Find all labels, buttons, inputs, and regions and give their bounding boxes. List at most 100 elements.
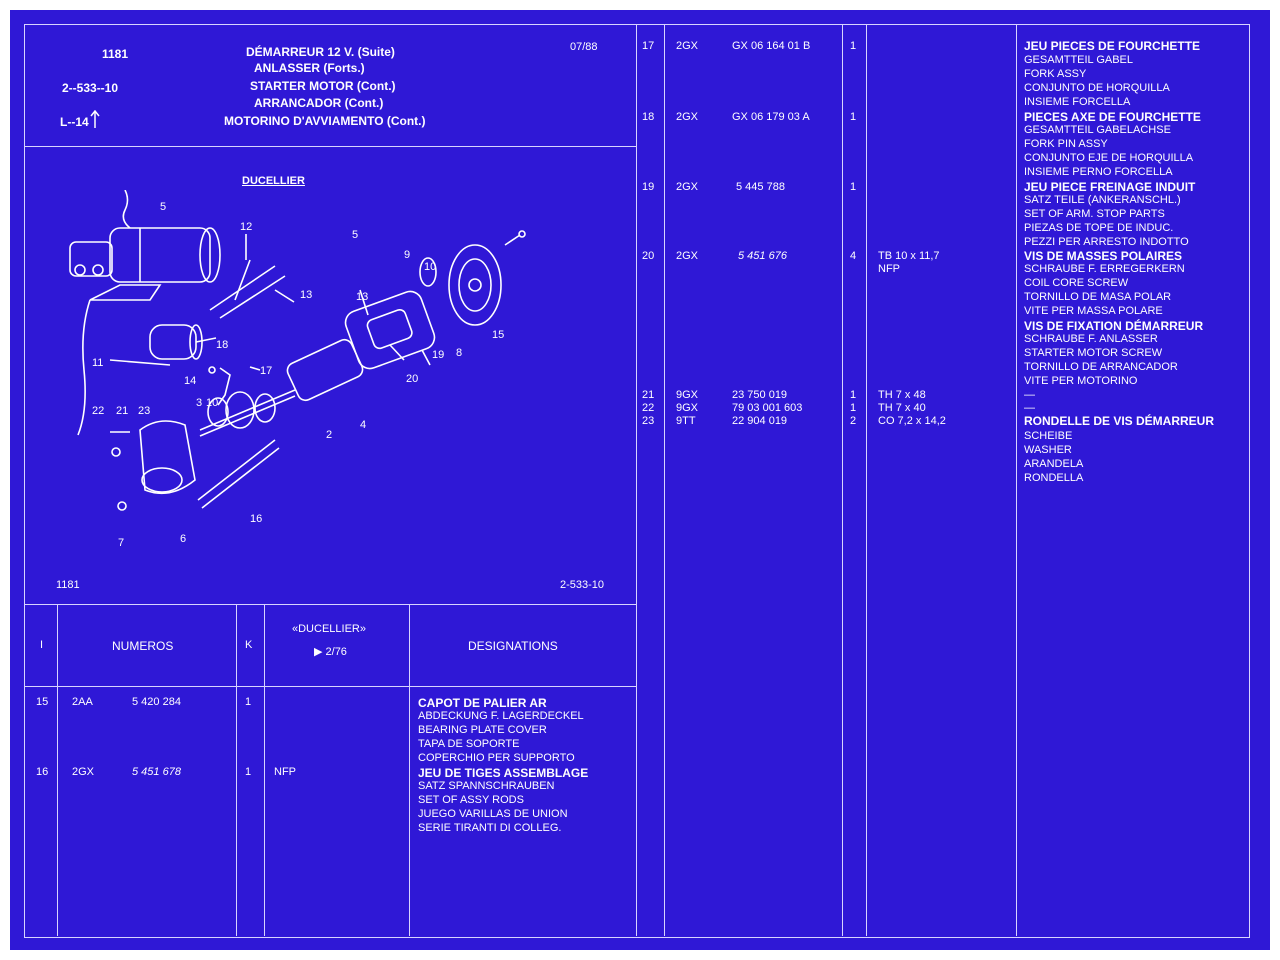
- row19-code: 2GX: [676, 181, 699, 193]
- row20-desc2-es: TORNILLO DE ARRANCADOR: [1024, 361, 1178, 373]
- callout-5a: 5: [160, 201, 167, 213]
- row17-k: 1: [850, 40, 857, 52]
- callout-14: 14: [184, 375, 197, 387]
- row20-note2: NFP: [878, 263, 900, 275]
- ref-code: 1181: [102, 47, 129, 61]
- row20-desc2-en: STARTER MOTOR SCREW: [1024, 347, 1163, 359]
- callout-21: 21: [116, 405, 129, 417]
- row20-desc-es: TORNILLO DE MASA POLAR: [1024, 291, 1172, 303]
- row18-desc-de: GESAMTTEIL GABELACHSE: [1024, 124, 1171, 136]
- diagram-brand: DUCELLIER: [242, 175, 305, 187]
- callout-17: 17: [260, 365, 273, 377]
- row20-desc-it: VITE PER MASSA POLARE: [1024, 305, 1163, 317]
- row22-k: 1: [850, 402, 857, 414]
- callout-5b: 5: [352, 229, 359, 241]
- col-header-k: K: [245, 639, 253, 651]
- row16-desc-de: SATZ SPANNSCHRAUBEN: [418, 780, 555, 792]
- right-col-rule-2: [842, 24, 843, 936]
- row23-item: 23: [642, 415, 655, 427]
- title-it: MOTORINO D'AVVIAMENTO (Cont.): [224, 114, 426, 128]
- row20-k: 4: [850, 250, 857, 262]
- row15-desc-es: TAPA DE SOPORTE: [418, 738, 520, 750]
- row17-desc-es: CONJUNTO DE HORQUILLA: [1024, 82, 1170, 94]
- row23-desc-fr: RONDELLE DE VIS DÉMARREUR: [1024, 414, 1215, 428]
- row19-desc-de: SATZ TEILE (ANKERANSCHL.): [1024, 194, 1181, 206]
- callout-10a: 10: [424, 261, 437, 273]
- callout-8: 8: [456, 347, 463, 359]
- left-panel-divider: [636, 24, 637, 936]
- row21-desc: —: [1024, 389, 1035, 401]
- row23-desc-de: SCHEIBE: [1024, 430, 1073, 442]
- row20-code: 2GX: [676, 250, 699, 262]
- row20-desc2-de: SCHRAUBE F. ANLASSER: [1024, 333, 1158, 345]
- row15-code: 2AA: [72, 696, 93, 708]
- callout-9: 9: [404, 249, 411, 261]
- table-header-rule: [24, 686, 636, 687]
- row18-k: 1: [850, 111, 857, 123]
- callout-2: 2: [326, 429, 333, 441]
- callout-13b: 13: [356, 291, 369, 303]
- row15-ref: 5 420 284: [132, 696, 181, 708]
- row22-code: 9GX: [676, 402, 699, 414]
- row19-k: 1: [850, 181, 857, 193]
- callout-7: 7: [118, 537, 125, 549]
- row19-ref: 5 445 788: [736, 181, 785, 193]
- row15-desc-fr: CAPOT DE PALIER AR: [418, 696, 547, 710]
- title-de: ANLASSER (Forts.): [254, 61, 365, 75]
- callout-3: 3: [196, 397, 203, 409]
- row16-desc-en: SET OF ASSY RODS: [418, 794, 524, 806]
- row23-desc-it: RONDELLA: [1024, 472, 1084, 484]
- row17-desc-fr: JEU PIECES DE FOURCHETTE: [1024, 39, 1201, 53]
- row18-desc-it: INSIEME PERNO FORCELLA: [1024, 166, 1173, 178]
- row15-desc-it: COPERCHIO PER SUPPORTO: [418, 752, 575, 764]
- row23-desc-en: WASHER: [1024, 444, 1072, 456]
- row21-item: 21: [642, 389, 655, 401]
- callout-4: 4: [360, 419, 367, 431]
- row16-desc-fr: JEU DE TIGES ASSEMBLAGE: [418, 766, 589, 780]
- row15-item: 15: [36, 696, 49, 708]
- diagram-bottom-rule: [24, 604, 636, 605]
- row17-desc-it: INSIEME FORCELLA: [1024, 96, 1131, 108]
- callout-16: 16: [250, 513, 263, 525]
- row22-desc: —: [1024, 402, 1035, 414]
- revision-date: 07/88: [570, 41, 598, 53]
- arrow-up-icon: [90, 110, 100, 128]
- row16-note: NFP: [274, 766, 296, 778]
- title-es: ARRANCADOR (Cont.): [254, 96, 384, 110]
- row16-code: 2GX: [72, 766, 95, 778]
- row18-ref: GX 06 179 03 A: [732, 111, 810, 123]
- row21-note: TH 7 x 48: [878, 389, 926, 401]
- right-col-rule-4: [1016, 24, 1017, 936]
- row17-ref: GX 06 164 01 B: [732, 40, 811, 52]
- callout-13a: 13: [300, 289, 313, 301]
- col-header-numeros: NUMEROS: [112, 639, 174, 653]
- row20-desc-de: SCHRAUBE F. ERREGERKERN: [1024, 263, 1185, 275]
- row17-desc-de: GESAMTTEIL GABEL: [1024, 54, 1134, 66]
- row16-k: 1: [245, 766, 252, 778]
- lower-col-rule-3: [264, 604, 265, 936]
- row19-desc-en: SET OF ARM. STOP PARTS: [1024, 208, 1165, 220]
- row18-desc-fr: PIECES AXE DE FOURCHETTE: [1024, 110, 1201, 124]
- row18-desc-en: FORK PIN ASSY: [1024, 138, 1108, 150]
- row20-item: 20: [642, 250, 655, 262]
- starter-motor-exploded-diagram: [69, 190, 526, 511]
- row16-desc-es: JUEGO VARILLAS DE UNION: [418, 808, 568, 820]
- header-divider: [24, 146, 636, 147]
- row23-ref: 22 904 019: [732, 415, 788, 427]
- callout-18: 18: [216, 339, 229, 351]
- row20-ref: 5 451 676: [738, 250, 787, 262]
- row20-note: TB 10 x 11,7: [878, 250, 940, 262]
- right-col-rule-3: [866, 24, 867, 936]
- callout-11: 11: [92, 357, 104, 369]
- col-header-designations: DESIGNATIONS: [468, 639, 558, 653]
- row20-desc-fr: VIS DE MASSES POLAIRES: [1024, 249, 1183, 263]
- row17-item: 17: [642, 40, 655, 52]
- row20-desc2-fr: VIS DE FIXATION DÉMARREUR: [1024, 319, 1204, 333]
- row19-desc-fr: JEU PIECE FREINAGE INDUIT: [1024, 180, 1196, 194]
- row22-ref: 79 03 001 603: [732, 402, 803, 414]
- row21-code: 9GX: [676, 389, 699, 401]
- callout-22: 22: [92, 405, 105, 417]
- diagram-footer-left: 1181: [56, 579, 80, 591]
- row15-k: 1: [245, 696, 252, 708]
- parts-sheet: [24, 24, 1250, 938]
